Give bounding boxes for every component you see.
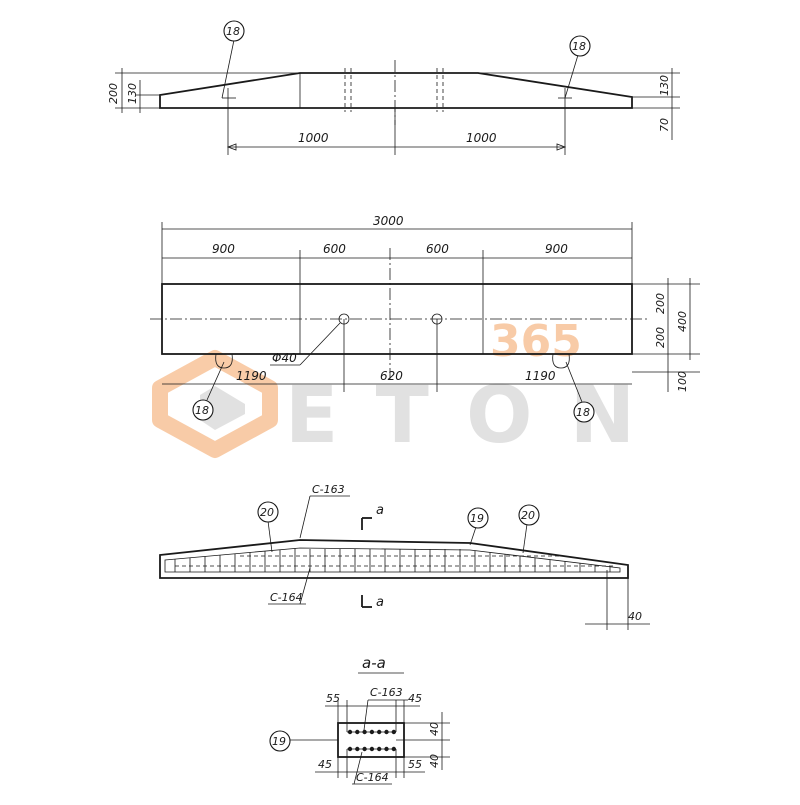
rebar-dot bbox=[391, 729, 396, 735]
elevation-outline bbox=[159, 72, 633, 109]
plan-seg-2: 600 bbox=[323, 242, 346, 256]
plan-right-total: 400 bbox=[676, 311, 689, 332]
elev-height-right-bottom: 70 bbox=[658, 118, 671, 132]
plan-lower-mid: 620 bbox=[380, 369, 403, 383]
plan-callout-left bbox=[192, 399, 214, 421]
plan-hole-label: Φ40 bbox=[272, 351, 297, 365]
reinforcement-view: а а С-163 С-164 20 19 20 40 bbox=[159, 483, 650, 630]
rebar-dot bbox=[362, 729, 367, 735]
plan-seg-4: 900 bbox=[545, 242, 568, 256]
reinf-callout-c-text: 20 bbox=[521, 509, 535, 522]
plan-seg-1: 900 bbox=[212, 242, 235, 256]
reinf-callout-b bbox=[467, 507, 489, 529]
rebar-dot bbox=[384, 746, 389, 752]
section-dim-right-upper: 40 bbox=[428, 722, 441, 736]
section-dim-top-left: 55 bbox=[326, 692, 340, 705]
reinf-label-top: С-163 bbox=[312, 483, 345, 496]
reinf-section-mark-bottom: а bbox=[376, 595, 384, 610]
rebar-dot bbox=[391, 746, 396, 752]
reinf-end-dim: 40 bbox=[628, 610, 642, 623]
plan-callout-left-text: 18 bbox=[195, 404, 209, 417]
rebar-dot bbox=[347, 746, 353, 752]
reinf-outline bbox=[159, 539, 629, 579]
plan-right-lower: 200 bbox=[654, 327, 667, 348]
rebar-dot bbox=[377, 729, 382, 735]
reinf-callout-c bbox=[518, 504, 540, 526]
section-label-bottom: С-164 bbox=[356, 771, 389, 784]
rebar-dot bbox=[347, 729, 353, 735]
elev-span-left: 1000 bbox=[298, 131, 329, 145]
plan-seg-3: 600 bbox=[426, 242, 449, 256]
section-bars bbox=[347, 729, 396, 752]
rebar-dot bbox=[369, 746, 375, 752]
elevation-view: 200 130 130 70 1000 1000 18 18 bbox=[107, 20, 680, 155]
plan-callout-right bbox=[573, 401, 595, 423]
rebar-dot bbox=[377, 746, 382, 752]
plan-lower-left: 1190 bbox=[236, 369, 267, 383]
watermark-badge: 365 bbox=[490, 316, 582, 367]
section-dim-top-right: 45 bbox=[408, 692, 422, 705]
elev-height-total: 200 bbox=[107, 83, 120, 104]
watermark-logo-icon bbox=[152, 350, 278, 458]
rebar-dot bbox=[369, 729, 375, 735]
reinf-callout-a-text: 20 bbox=[260, 506, 274, 519]
section-dim-right-lower: 40 bbox=[428, 754, 441, 768]
section-callout bbox=[269, 730, 291, 752]
plan-lower-right: 1190 bbox=[525, 369, 556, 383]
reinf-ties bbox=[174, 548, 611, 572]
elev-height-left: 130 bbox=[126, 83, 139, 104]
elev-span-right: 1000 bbox=[466, 131, 497, 145]
section-dim-bottom-right: 55 bbox=[408, 758, 422, 771]
section-view: а-а 55 45 С-163 45 55 С-164 40 40 bbox=[269, 654, 450, 785]
elev-callout-left-text: 18 bbox=[226, 25, 240, 38]
elev-callout-left bbox=[223, 20, 245, 42]
watermark: 365 ETON bbox=[152, 316, 635, 461]
elev-callout-right-text: 18 bbox=[572, 40, 586, 53]
reinf-callout-b-text: 19 bbox=[470, 512, 484, 525]
plan-loop-left bbox=[215, 353, 233, 369]
plan-right-bottom: 100 bbox=[676, 371, 689, 392]
section-label-top: С-163 bbox=[370, 686, 403, 699]
elev-height-right-top: 130 bbox=[658, 75, 671, 96]
plan-callout-right-text: 18 bbox=[576, 406, 590, 419]
plan-loop-right bbox=[552, 353, 570, 369]
reinf-label-bottom: С-164 bbox=[270, 591, 303, 604]
plan-right-upper: 200 bbox=[654, 293, 667, 314]
plan-overall: 3000 bbox=[373, 214, 404, 228]
reinf-callout-a bbox=[257, 501, 279, 523]
reinf-section-mark-top: а bbox=[376, 503, 384, 518]
elev-callout-right bbox=[569, 35, 591, 57]
rebar-dot bbox=[355, 729, 360, 735]
section-callout-text: 19 bbox=[272, 735, 286, 748]
section-outline bbox=[337, 722, 405, 758]
rebar-dot bbox=[384, 729, 389, 735]
section-dim-bottom-left: 45 bbox=[318, 758, 332, 771]
section-title: а-а bbox=[362, 654, 386, 672]
plan-view: 3000 900 600 600 900 200 200 400 100 119… bbox=[150, 214, 700, 423]
rebar-dot bbox=[355, 746, 360, 752]
rebar-dot bbox=[362, 746, 367, 752]
